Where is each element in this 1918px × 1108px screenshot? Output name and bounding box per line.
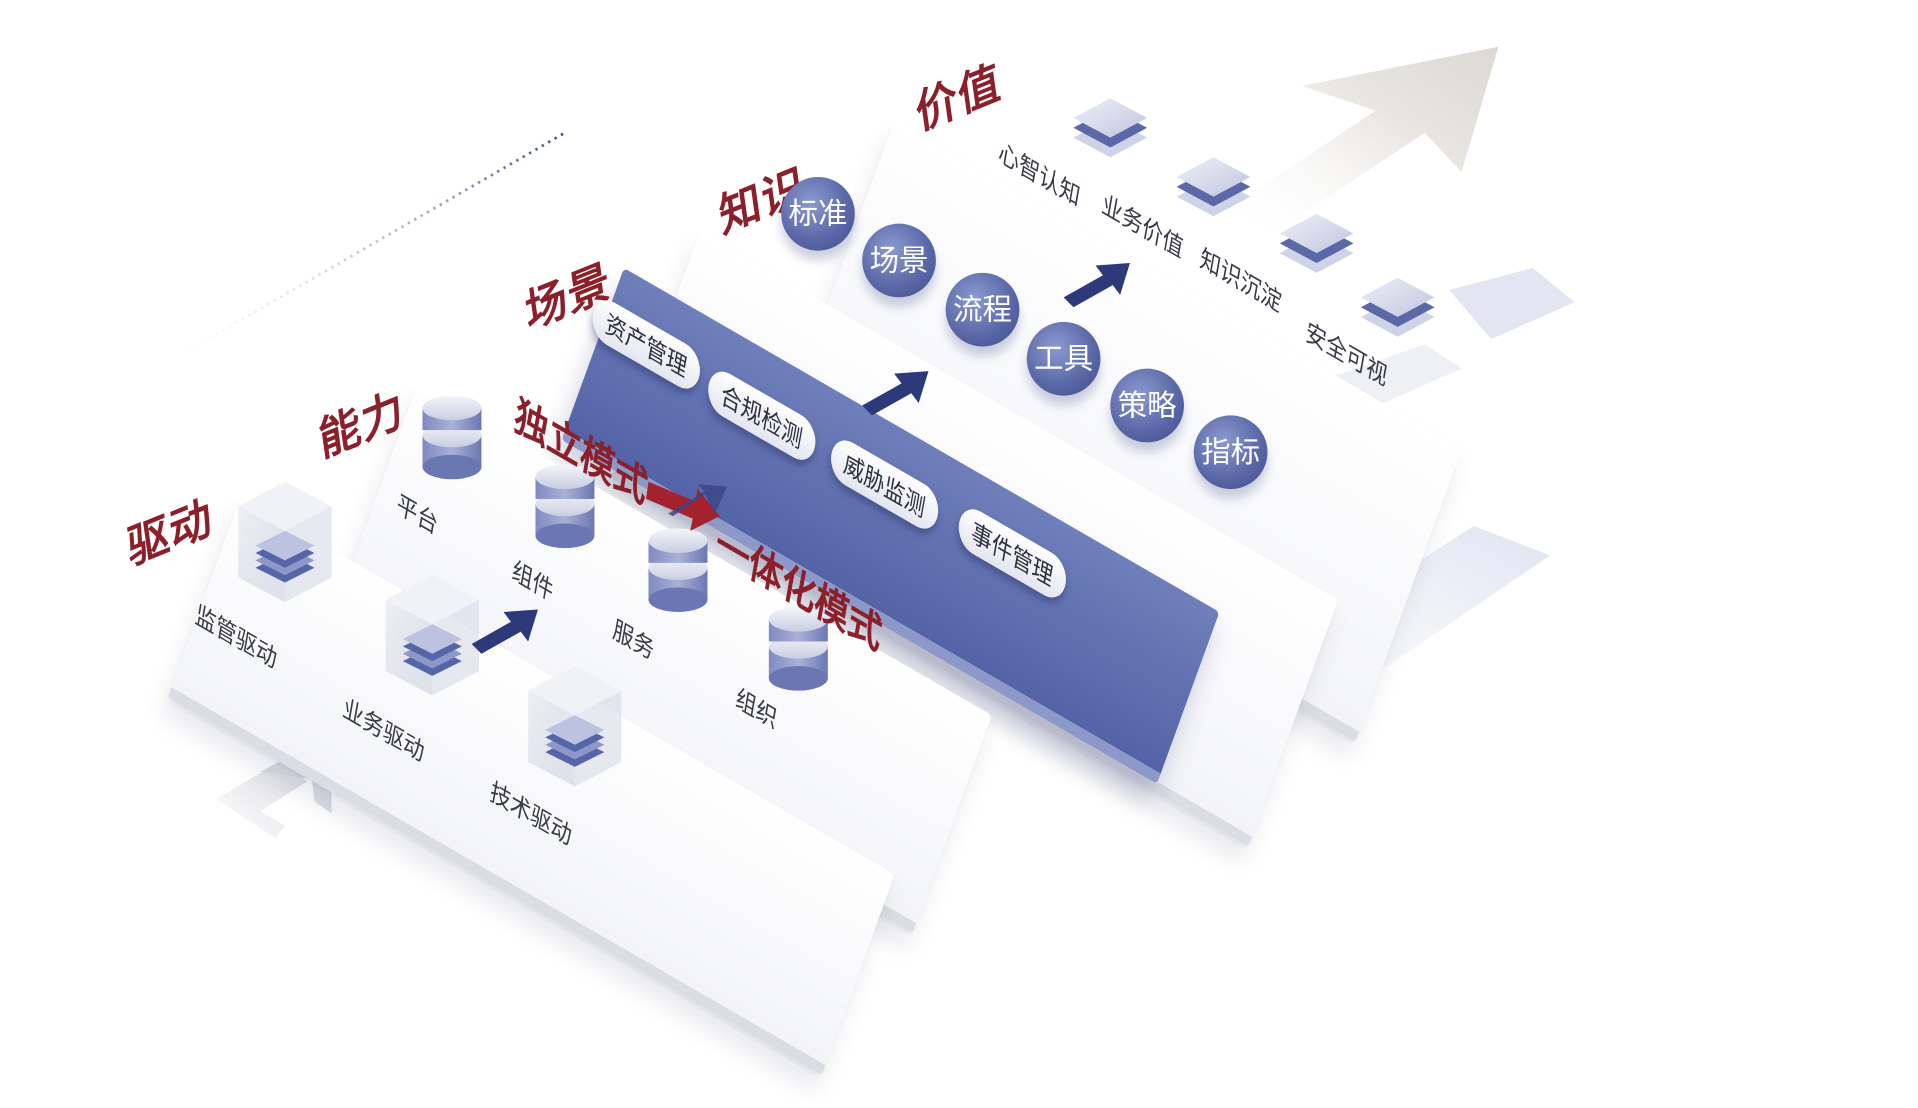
knowledge-item-label: 工具 [1034,341,1094,377]
glass-cube-stack-icon [385,575,479,696]
security-operations-layer-diagram: 驱动 能力 场景 知识 价值 独立模式 一体化模式 心智认知 业务价值 知识沉淀… [124,46,1575,1076]
cylinder-stack-icon [768,607,828,691]
arrow-up-right-icon [862,371,929,416]
layered-squares-icon [1360,277,1435,337]
dotted-guide-line [177,131,566,358]
knowledge-item-circle: 标准 [781,176,855,251]
glass-cube-stack-icon [238,481,332,603]
knowledge-item-label: 流程 [953,292,1013,327]
cylinder-stack-icon [422,395,482,480]
background-strip-upper [1449,267,1575,340]
layered-squares-icon [1279,213,1354,273]
cylinder-stack-icon [648,528,708,612]
glass-cube-stack-icon [528,666,622,787]
knowledge-item-label: 指标 [1201,435,1261,470]
knowledge-item-circle: 工具 [1026,321,1101,396]
arrow-up-right-icon [471,609,538,654]
knowledge-item-circle: 场景 [862,223,936,298]
big-growth-arrow-icon [1228,46,1499,232]
mode-transition-arrow-icon [646,481,728,531]
knowledge-item-label: 策略 [1117,388,1177,423]
layered-squares-icon [1176,157,1251,217]
layered-squares-icon [1073,98,1148,158]
knowledge-item-label: 标准 [788,196,848,232]
icons-layer [238,98,1435,787]
knowledge-item-label: 场景 [869,243,929,278]
cylinder-stack-icon [535,464,595,549]
knowledge-item-circle: 策略 [1110,368,1184,443]
knowledge-item-circle: 指标 [1193,415,1268,490]
knowledge-item-circle: 流程 [945,272,1020,347]
arrow-up-right-icon [1063,262,1130,308]
